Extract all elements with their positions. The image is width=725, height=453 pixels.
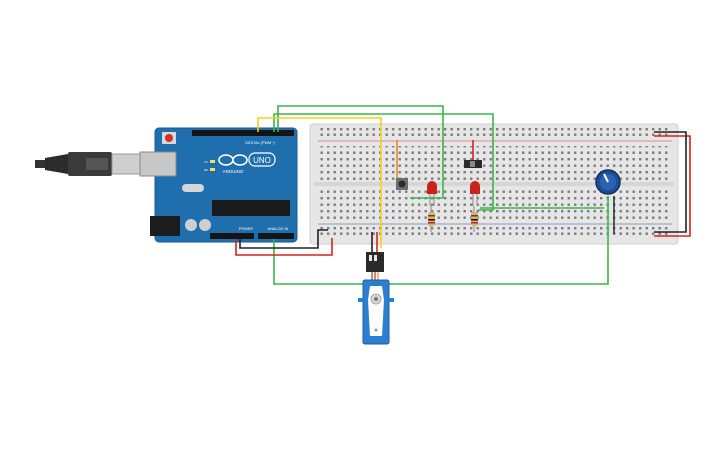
- wire-yellow[interactable]: [257, 117, 382, 248]
- servo-motor[interactable]: [358, 252, 394, 345]
- power-jack: [150, 216, 180, 236]
- potentiometer[interactable]: [595, 169, 621, 195]
- crystal: [182, 184, 204, 192]
- arduino-logo: [218, 152, 276, 167]
- led-l-indicator: [210, 160, 215, 163]
- capacitor: [185, 219, 197, 231]
- breadboard[interactable]: [309, 123, 679, 245]
- center-channel: [314, 182, 674, 186]
- pushbutton[interactable]: [396, 178, 408, 190]
- wire-black[interactable]: [654, 131, 687, 233]
- usb-socket: [139, 151, 177, 177]
- arduino-uno-board[interactable]: UNO ARDUINO DIGITAL (PWM~) POWER ANALOG …: [139, 127, 298, 243]
- resistor[interactable]: [428, 206, 435, 232]
- digital-header-label: DIGITAL (PWM~): [245, 141, 275, 145]
- power-rail-top: [320, 128, 670, 139]
- wire-red[interactable]: [654, 135, 691, 237]
- wires: [235, 105, 691, 285]
- led-red[interactable]: [470, 181, 480, 206]
- slide-switch[interactable]: [464, 160, 482, 168]
- wire-red[interactable]: [235, 238, 333, 256]
- board-model-label: UNO: [253, 156, 271, 165]
- wire-green[interactable]: [273, 113, 494, 211]
- wire-black[interactable]: [239, 229, 328, 249]
- power-header[interactable]: [210, 233, 254, 239]
- tx-label: TX: [204, 160, 208, 164]
- rx-label: RX: [204, 168, 208, 172]
- analog-header-label: ANALOG IN: [268, 227, 289, 231]
- analog-header[interactable]: [258, 233, 294, 239]
- usb-cable[interactable]: [35, 152, 141, 176]
- terminal-strip-bottom: [320, 188, 670, 222]
- power-rail-bottom: [320, 226, 670, 237]
- led-red[interactable]: [427, 181, 437, 206]
- digital-header[interactable]: [192, 130, 294, 136]
- resistor[interactable]: [471, 206, 478, 232]
- atmega-chip: [212, 200, 290, 216]
- wire-green[interactable]: [273, 196, 609, 285]
- board-brand-label: ARDUINO: [223, 169, 244, 174]
- capacitor: [199, 219, 211, 231]
- power-header-label: POWER: [239, 227, 254, 231]
